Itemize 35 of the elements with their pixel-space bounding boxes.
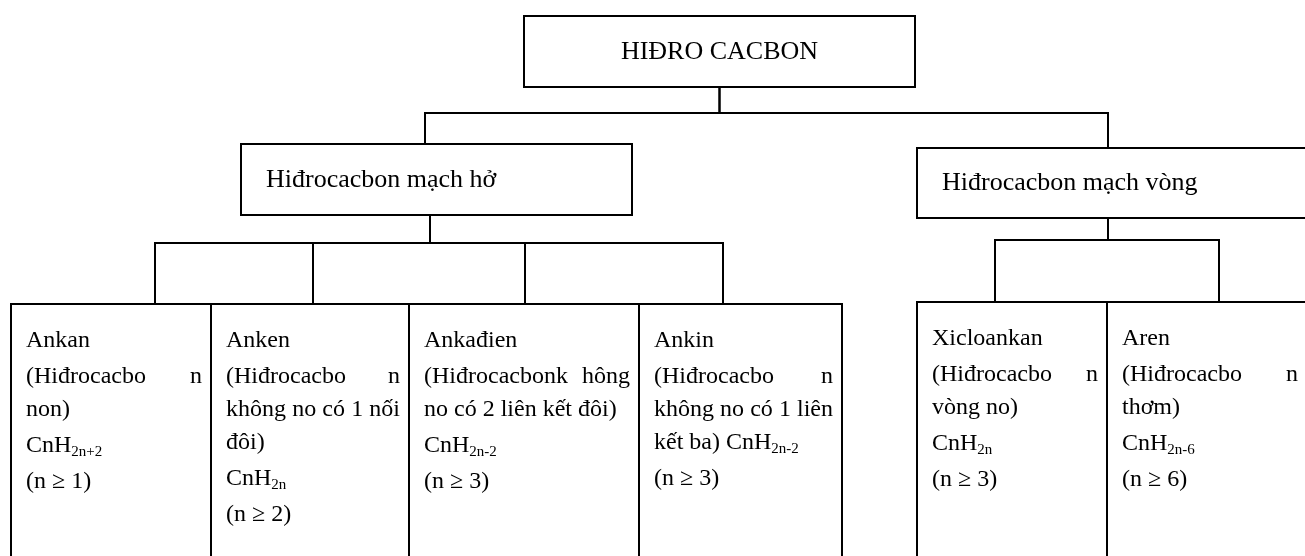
category-box <box>916 301 1108 556</box>
class-box <box>916 147 1305 219</box>
class-description: (Hiđrocacbo n vòng no) <box>932 359 1098 421</box>
class-description: (Hiđrocacbo n không no có 1 nối đôi) <box>226 361 400 456</box>
class-description: (n ≥ 1) <box>26 466 93 495</box>
class-description: CnH$_{2n}$ <box>226 463 288 494</box>
class-name: Aren <box>1122 323 1171 352</box>
class-name: Hiđrocacbon mạch hở <box>266 162 497 195</box>
connector-line <box>718 87 1109 148</box>
class-name: Ankan <box>26 325 91 354</box>
class-name: Xicloankan <box>932 323 1044 352</box>
class-description: CnH$_{2n-6}$ <box>1122 428 1196 459</box>
category-box <box>638 303 843 556</box>
class-description: (Hiđrocacbo n thơm) <box>1122 359 1298 421</box>
class-description: (n ≥ 3) <box>932 464 999 493</box>
class-box <box>240 143 633 216</box>
class-name: HIĐRO CACBON <box>620 34 819 67</box>
class-description: CnH$_{2n-2}$ <box>424 430 498 461</box>
class-description: CnH$_{2n}$ <box>932 428 994 459</box>
class-description: (n ≥ 3) <box>654 463 721 492</box>
class-description: (Hiđrocacbo n non) <box>26 361 202 423</box>
class-description: (Hiđrocacbo n không no có 1 liên kết ba) CnH$_{2n-2}$ <box>654 361 833 458</box>
class-description: CnH$_{2n+2}$ <box>26 430 104 461</box>
class-name: Ankađien <box>424 325 519 354</box>
connector-line <box>429 215 724 304</box>
category-box <box>10 303 212 556</box>
class-description: (n ≥ 6) <box>1122 464 1189 493</box>
class-box <box>523 15 916 88</box>
class-name: Hiđrocacbon mạch vòng <box>942 166 1198 198</box>
class-description: (Hiđrocacbonk hông no có 2 liên kết đôi) <box>424 361 630 423</box>
class-name: Ankin <box>654 325 715 354</box>
class-name: Anken <box>226 325 291 354</box>
class-description: (n ≥ 3) <box>424 466 491 495</box>
connector-line <box>1107 218 1220 302</box>
class-description: (n ≥ 2) <box>226 499 293 528</box>
